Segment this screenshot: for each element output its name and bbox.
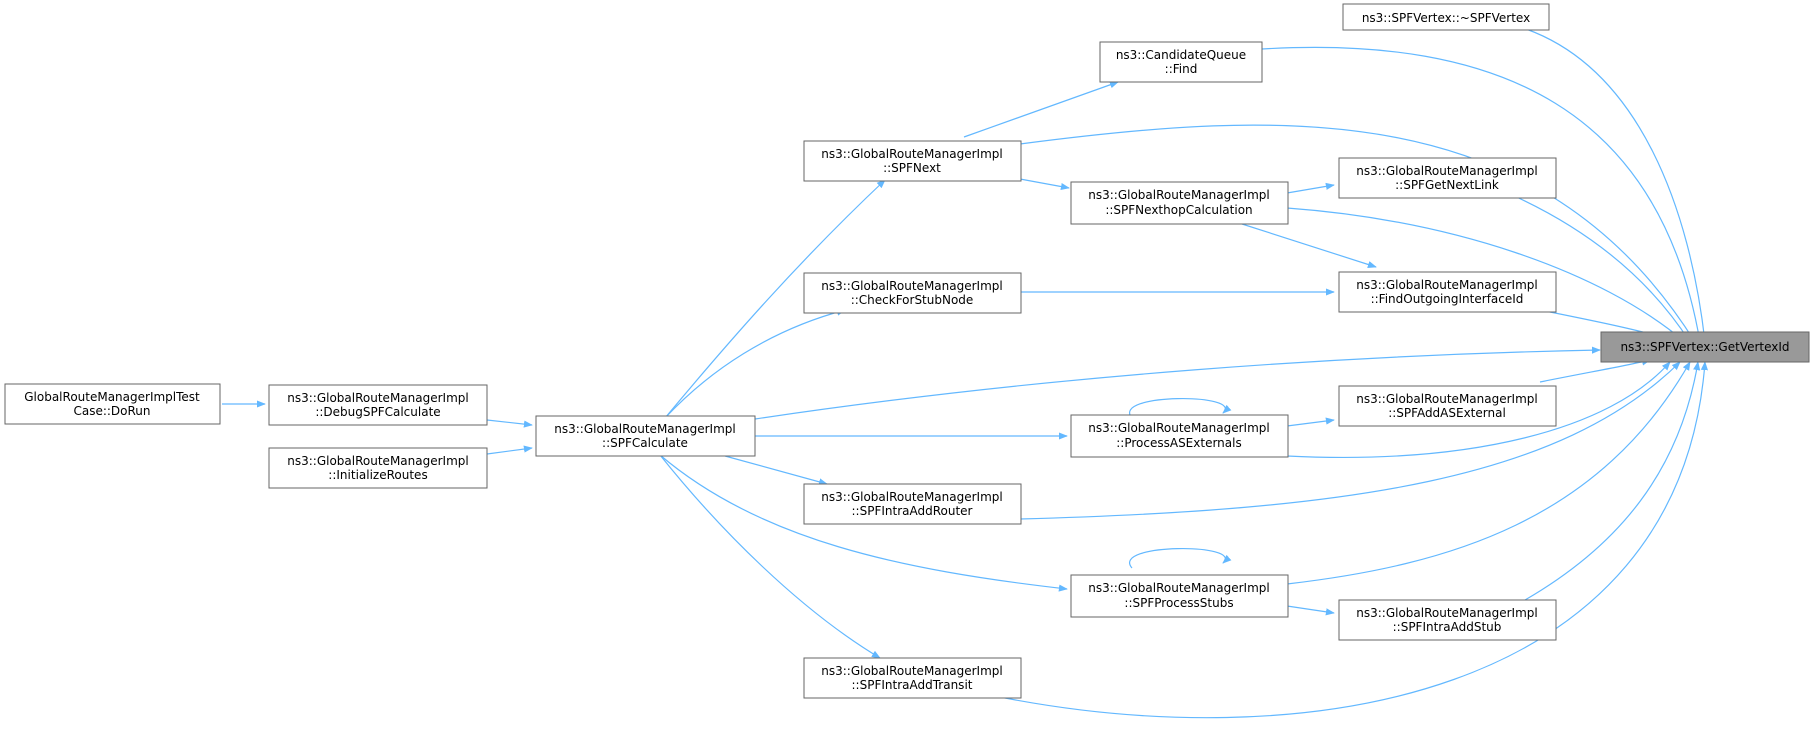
edge-spfcalc-addtransit — [659, 454, 881, 659]
node-getnextlink-label-1: ns3::GlobalRouteManagerImpl — [1356, 164, 1537, 178]
node-addtransit-label-1: ns3::GlobalRouteManagerImpl — [821, 664, 1002, 678]
edge-spfcalc-stubnode — [664, 308, 846, 419]
node-findout-label-2: ::FindOutgoingInterfaceId — [1371, 292, 1524, 306]
node-nexthop-label-1: ns3::GlobalRouteManagerImpl — [1088, 188, 1269, 202]
node-addstub[interactable]: ns3::GlobalRouteManagerImpl ::SPFIntraAd… — [1338, 599, 1557, 641]
node-procstubs[interactable]: ns3::GlobalRouteManagerImpl ::SPFProcess… — [1070, 574, 1289, 618]
node-nexthop[interactable]: ns3::GlobalRouteManagerImpl ::SPFNexthop… — [1070, 181, 1289, 225]
node-procasext[interactable]: ns3::GlobalRouteManagerImpl ::ProcessASE… — [1070, 414, 1289, 458]
edges-layer — [222, 28, 1708, 719]
node-addtransit-label-2: ::SPFIntraAddTransit — [852, 678, 973, 692]
node-debugspf-label-1: ns3::GlobalRouteManagerImpl — [287, 391, 468, 405]
node-procasext-label-2: ::ProcessASExternals — [1116, 436, 1241, 450]
edge-procstubs-self — [1129, 547, 1232, 569]
node-addtransit[interactable]: ns3::GlobalRouteManagerImpl ::SPFIntraAd… — [803, 657, 1022, 699]
node-spfnext-label-1: ns3::GlobalRouteManagerImpl — [821, 147, 1002, 161]
edge-spfcalc-root — [754, 346, 1601, 420]
node-addasext-label-2: ::SPFAddASExternal — [1388, 406, 1506, 420]
node-spfcalc-label-2: ::SPFCalculate — [602, 436, 688, 450]
node-spfcalc-label-1: ns3::GlobalRouteManagerImpl — [554, 422, 735, 436]
edge-nexthop-findout — [1241, 223, 1377, 268]
edge-initroutes-spfcalc — [486, 445, 533, 455]
edge-debugspf-spfcalc — [486, 419, 533, 428]
edge-spfcalc-addrouter — [724, 455, 828, 486]
node-getnextlink[interactable]: ns3::GlobalRouteManagerImpl ::SPFGetNext… — [1338, 157, 1557, 199]
node-dtor[interactable]: ns3::SPFVertex::~SPFVertex — [1342, 3, 1550, 31]
node-debugspf-label-2: ::DebugSPFCalculate — [315, 405, 440, 419]
edge-procstubs-root — [1286, 361, 1691, 585]
node-initroutes-label-1: ns3::GlobalRouteManagerImpl — [287, 454, 468, 468]
node-dtor-label-1: ns3::SPFVertex::~SPFVertex — [1362, 11, 1530, 25]
edge-spfcalc-spfnext — [664, 179, 886, 419]
edge-addstub-root — [1524, 361, 1701, 601]
node-initroutes[interactable]: ns3::GlobalRouteManagerImpl ::Initialize… — [268, 447, 488, 489]
node-stubnode-label-1: ns3::GlobalRouteManagerImpl — [821, 279, 1002, 293]
node-debugspf[interactable]: ns3::GlobalRouteManagerImpl ::DebugSPFCa… — [268, 384, 488, 426]
node-cqfind-label-2: ::Find — [1165, 62, 1198, 76]
edge-dtor-root — [1525, 28, 1708, 343]
node-addrouter-label-1: ns3::GlobalRouteManagerImpl — [821, 490, 1002, 504]
nodes-layer: ns3::SPFVertex::GetVertexId ns3::SPFVert… — [4, 3, 1810, 699]
node-procstubs-label-1: ns3::GlobalRouteManagerImpl — [1088, 581, 1269, 595]
node-addstub-label-1: ns3::GlobalRouteManagerImpl — [1356, 606, 1537, 620]
node-addasext[interactable]: ns3::GlobalRouteManagerImpl ::SPFAddASEx… — [1338, 385, 1557, 427]
node-addasext-label-1: ns3::GlobalRouteManagerImpl — [1356, 392, 1537, 406]
node-spfnext[interactable]: ns3::GlobalRouteManagerImpl ::SPFNext — [803, 140, 1022, 182]
edge-spfcalc-procstubs — [659, 454, 1068, 592]
node-dorun-label-2: Case::DoRun — [73, 404, 150, 418]
node-addrouter[interactable]: ns3::GlobalRouteManagerImpl ::SPFIntraAd… — [803, 483, 1022, 525]
node-cqfind[interactable]: ns3::CandidateQueue ::Find — [1099, 41, 1263, 83]
node-findout[interactable]: ns3::GlobalRouteManagerImpl ::FindOutgoi… — [1338, 271, 1557, 313]
node-root[interactable]: ns3::SPFVertex::GetVertexId — [1600, 331, 1810, 363]
node-dorun[interactable]: GlobalRouteManagerImplTest Case::DoRun — [4, 383, 221, 425]
node-getnextlink-label-2: ::SPFGetNextLink — [1395, 178, 1499, 192]
edge-procasext-root — [1286, 361, 1671, 458]
node-stubnode-label-2: ::CheckForStubNode — [851, 293, 974, 307]
edge-getnextlink-root — [1509, 193, 1691, 343]
node-spfcalc[interactable]: ns3::GlobalRouteManagerImpl ::SPFCalcula… — [535, 415, 756, 457]
edge-spfnext-root — [1019, 124, 1696, 343]
edge-spfnext-cqfind — [963, 81, 1119, 138]
node-stubnode[interactable]: ns3::GlobalRouteManagerImpl ::CheckForSt… — [803, 272, 1022, 314]
node-findout-label-1: ns3::GlobalRouteManagerImpl — [1356, 278, 1537, 292]
node-nexthop-label-2: ::SPFNexthopCalculation — [1105, 203, 1252, 217]
node-cqfind-label-1: ns3::CandidateQueue — [1116, 48, 1246, 62]
node-procasext-label-1: ns3::GlobalRouteManagerImpl — [1088, 421, 1269, 435]
node-initroutes-label-2: ::InitializeRoutes — [328, 468, 427, 482]
node-procstubs-label-2: ::SPFProcessStubs — [1124, 596, 1233, 610]
edge-addtransit-root — [984, 361, 1708, 719]
edge-nexthop-getnextlink — [1286, 182, 1335, 194]
node-spfnext-label-2: ::SPFNext — [883, 161, 941, 175]
node-dorun-label-1: GlobalRouteManagerImplTest — [24, 390, 200, 404]
edge-addasext-root — [1539, 358, 1651, 383]
edge-addrouter-root — [1019, 361, 1681, 520]
node-addstub-label-2: ::SPFIntraAddStub — [1393, 620, 1502, 634]
edge-cqfind-root — [1261, 46, 1703, 343]
edge-procasext-self — [1129, 397, 1232, 419]
node-root-label-1: ns3::SPFVertex::GetVertexId — [1620, 340, 1789, 354]
edge-spfnext-nexthop — [1019, 178, 1070, 191]
node-addrouter-label-2: ::SPFIntraAddRouter — [852, 504, 973, 518]
edge-procasext-addasext — [1286, 417, 1335, 427]
edge-procstubs-addstub — [1286, 605, 1335, 616]
edge-nexthop-root — [1286, 207, 1686, 343]
